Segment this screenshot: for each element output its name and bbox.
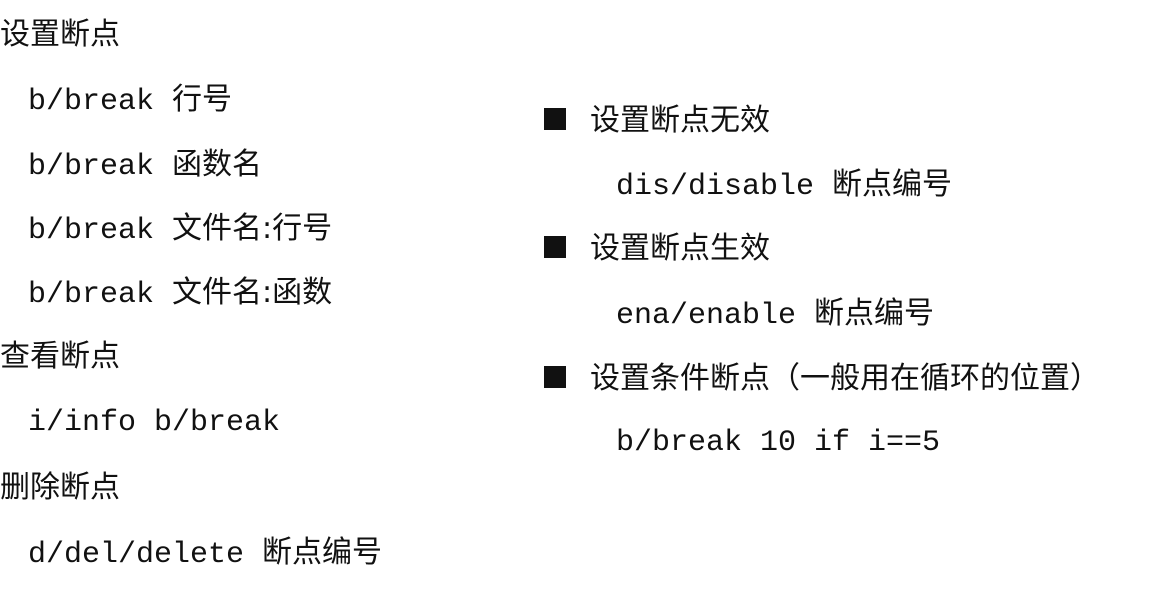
- square-bullet-icon: [544, 366, 566, 388]
- command-text: b/break: [28, 278, 173, 312]
- command-line: b/break 文件名:行号: [28, 211, 333, 248]
- command-text: b/break: [28, 214, 173, 248]
- command-line: b/break 函数名: [28, 147, 263, 184]
- command-line: d/del/delete 断点编号: [28, 535, 383, 572]
- command-text: d/del/delete: [28, 538, 263, 572]
- command-line: b/break 文件名:函数: [28, 275, 333, 312]
- view-breakpoint-heading: 查看断点: [0, 339, 120, 374]
- delete-breakpoint-heading: 删除断点: [0, 470, 120, 505]
- command-argument: 断点编号: [832, 167, 953, 202]
- disable-breakpoint-heading: 设置断点无效: [590, 103, 770, 138]
- conditional-breakpoint-heading: 设置条件断点（一般用在循环的位置）: [590, 361, 1100, 396]
- square-bullet-icon: [544, 108, 566, 130]
- set-breakpoint-heading: 设置断点: [0, 17, 120, 52]
- command-argument: 断点编号: [262, 535, 383, 570]
- command-line: b/break 10 if i==5: [616, 428, 940, 458]
- command-text: b/break: [28, 150, 173, 184]
- enable-breakpoint-heading: 设置断点生效: [590, 231, 770, 266]
- command-argument: 断点编号: [814, 296, 935, 331]
- command-argument: 函数名: [172, 147, 263, 182]
- bullet-item: 设置断点生效: [544, 234, 770, 264]
- command-argument: 文件名:函数: [172, 275, 333, 310]
- bullet-item: 设置断点无效: [544, 106, 770, 136]
- command-text: dis/disable: [616, 170, 833, 204]
- command-text: i/info b/break: [28, 406, 281, 440]
- command-line: dis/disable 断点编号: [616, 167, 953, 204]
- command-line: ena/enable 断点编号: [616, 296, 935, 333]
- command-text: b/break: [28, 85, 173, 119]
- command-line: i/info b/break: [28, 408, 280, 438]
- command-line: b/break 行号: [28, 82, 233, 119]
- command-argument: 行号: [172, 82, 233, 117]
- command-text: ena/enable: [616, 299, 815, 333]
- command-argument: 文件名:行号: [172, 211, 333, 246]
- square-bullet-icon: [544, 236, 566, 258]
- bullet-item: 设置条件断点（一般用在循环的位置）: [544, 364, 1100, 394]
- command-text: b/break 10 if i==5: [616, 426, 941, 460]
